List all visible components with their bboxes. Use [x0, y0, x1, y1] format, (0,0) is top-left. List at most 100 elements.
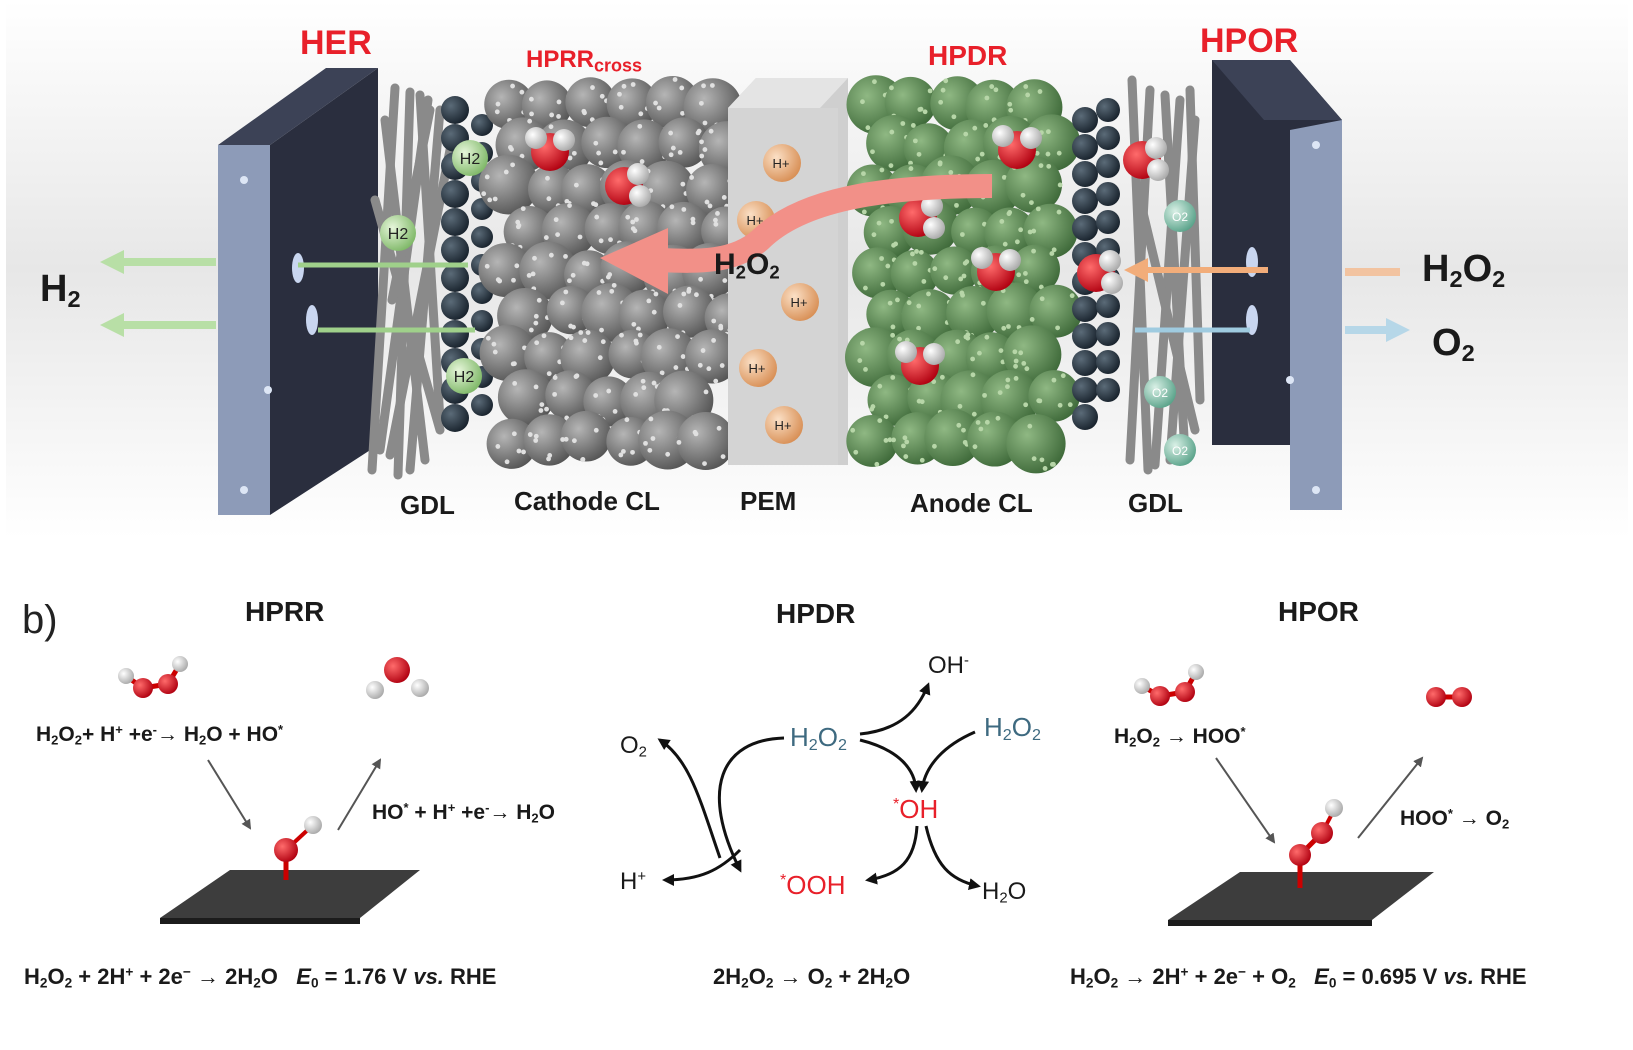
h2-bubble [380, 215, 416, 251]
cathode-particle-dot [713, 378, 719, 384]
anode-particle-dot [900, 121, 906, 126]
microporous-ball [441, 320, 469, 348]
cathode-particle-dot [510, 83, 515, 89]
anode-particle [1006, 414, 1066, 474]
cathode-particle-dot [689, 175, 695, 180]
cathode-particle-dot [530, 271, 536, 277]
anode-particle-dot [984, 419, 990, 425]
cathode-particle-dot [648, 416, 654, 422]
hpor-h2o2-molecule [1134, 664, 1204, 706]
anode-particle-dot [970, 356, 976, 362]
water-molecules [525, 125, 1169, 385]
anode-particle-dot [876, 220, 882, 226]
anode-particle-dot [1016, 272, 1022, 278]
h2-bubble-label: H2 [388, 226, 409, 243]
h2o2-inflow-arrow [1124, 258, 1400, 282]
microporous-ball [1072, 350, 1098, 376]
anode-particle-dot [972, 125, 978, 131]
anode-particle-dot [963, 334, 969, 340]
cathode-particle-dot [514, 263, 520, 269]
anode-particle-dot [901, 443, 906, 449]
cathode-particle-dot [555, 232, 561, 238]
cathode-particle-dot [639, 159, 645, 164]
cathode-particle-dot [599, 93, 605, 99]
anode-particle [1028, 370, 1080, 422]
cathode-particle-dot [538, 408, 544, 413]
microporous-ball [1072, 215, 1098, 241]
cathode-particle-dot [668, 130, 674, 136]
microporous-ball [441, 96, 469, 124]
cathode-particle-dot [484, 174, 490, 180]
anode-particle-dot [916, 151, 922, 157]
cathode-particle [606, 78, 658, 130]
hprr-step1-equation: H2O2+ H+ +e-→ H2O + HO* [36, 722, 284, 748]
hpor-o2-molecule [1426, 687, 1472, 707]
anode-particle [1023, 203, 1078, 259]
anode-particle-dot [1029, 317, 1035, 322]
anode-particle-dot [1005, 384, 1010, 390]
anode-particle-dot [888, 163, 894, 169]
hprr-step2-equation: HO* + H+ +e-→ H2O [372, 800, 556, 826]
cathode-particle [565, 77, 616, 128]
cathode-particle-dot [697, 362, 703, 368]
hpor-step2-equation: HOO* → O2 [1400, 806, 1510, 832]
cathode-particle-dot [696, 128, 702, 134]
cathode-particle-dot [563, 436, 569, 442]
anode-particle [890, 249, 939, 298]
cathode-particle-dot [491, 341, 497, 347]
hprr-surface [160, 816, 420, 924]
hpdr-h2o2-left: H2O2 [790, 722, 847, 755]
cathode-particle-dot [545, 175, 550, 181]
cathode-particle-dot [528, 327, 534, 333]
anode-particle-dot [893, 241, 899, 247]
cathode-particle-dot [539, 402, 545, 407]
cathode-particle-dot [511, 277, 516, 283]
anode-particle [845, 327, 905, 388]
hpdr-h2o: H2O [982, 878, 1027, 907]
cathode-particle-dot [573, 374, 579, 379]
h2o2-inlet-label: H2O2 [1422, 248, 1506, 292]
protons: H+H+H+H+H+ [737, 144, 819, 444]
cathode-particle-dot [669, 204, 675, 210]
cathode-particle-dot [637, 123, 643, 129]
cathode-particle-dot [633, 392, 639, 397]
o2-outflow-arrow [1135, 318, 1410, 342]
cathode-particle-dot [670, 145, 676, 151]
cathode-particle-dot [636, 326, 641, 332]
anode-particle-dot [943, 275, 949, 281]
anode-particle-dot [957, 403, 963, 409]
cathode-particle-dot [544, 406, 549, 412]
cathode-particle [685, 329, 740, 384]
cathode-particle-dot [612, 408, 618, 414]
anode-particle-dot [877, 383, 883, 389]
anode-particle-dot [984, 334, 990, 340]
cathode-particle-dot [665, 451, 671, 457]
cathode-particle-dot [495, 101, 501, 107]
o2-bubble [1144, 376, 1176, 408]
anode-particle-dot [887, 437, 893, 443]
anode-particle-dot [1014, 239, 1020, 245]
cathode-particle-dot [532, 255, 537, 261]
anode-particle-dot [931, 379, 937, 385]
anode-particle-dot [895, 297, 900, 303]
cathode-particle [663, 285, 716, 338]
anode-particle-dot [1013, 358, 1019, 364]
anode-particle-dot [910, 123, 916, 128]
cathode-particle-dot [677, 303, 683, 308]
anode-particle-dot [962, 260, 968, 266]
cathode-particle-dot [625, 214, 631, 220]
cathode-particle-dot [619, 332, 624, 338]
h2-bubble [446, 358, 482, 394]
anode-particle-dot [877, 418, 883, 423]
anode-particle-dot [1069, 293, 1075, 299]
anode-particle-dot [961, 273, 967, 279]
anode-particle-dot [932, 266, 938, 272]
left-end-plate [218, 68, 378, 515]
hpdr-arrow-h2o2-to-ooh [717, 736, 785, 873]
anode-particle-dot [970, 372, 976, 378]
cathode-particle [640, 328, 697, 385]
anode-particle-dot [870, 404, 876, 409]
cathode-particle [545, 370, 596, 421]
cathode-particle-dot [618, 104, 624, 110]
h2o2-crossover-label: H2O2 [714, 248, 780, 283]
